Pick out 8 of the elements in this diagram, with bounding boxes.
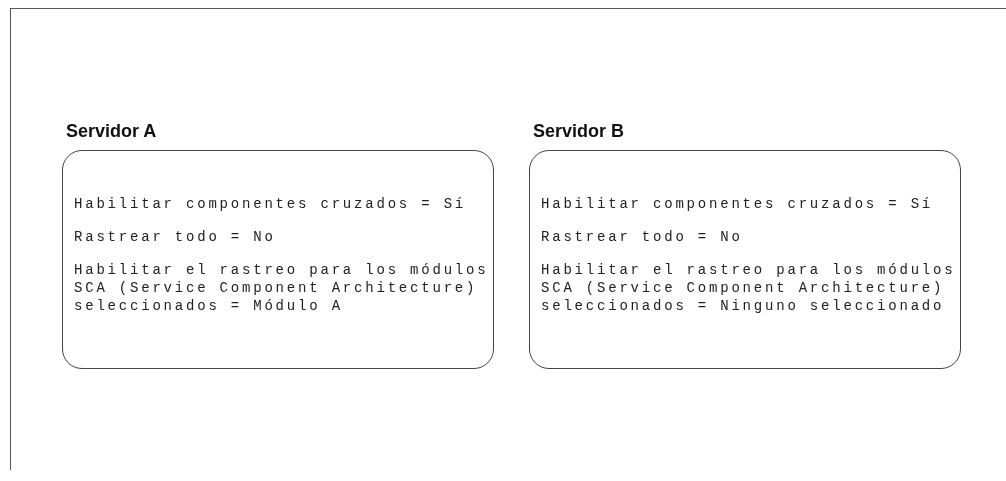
server-heading: Servidor A — [66, 120, 157, 143]
setting-text: Rastrear todo = No — [541, 228, 744, 246]
setting-text: Habilitar el rastreo para los módulos SCA (Service Component Architecture) seleccionados = Ninguno seleccionado — [541, 261, 957, 315]
setting-text: Habilitar componentes cruzados = Sí — [74, 195, 468, 213]
setting-text: Habilitar componentes cruzados = Sí — [541, 195, 935, 213]
server-heading: Servidor B — [533, 120, 625, 143]
setting-text: Rastrear todo = No — [74, 228, 277, 246]
setting-text: Habilitar el rastreo para los módulos SCA (Service Component Architecture) seleccionados = Módulo A — [74, 261, 490, 315]
